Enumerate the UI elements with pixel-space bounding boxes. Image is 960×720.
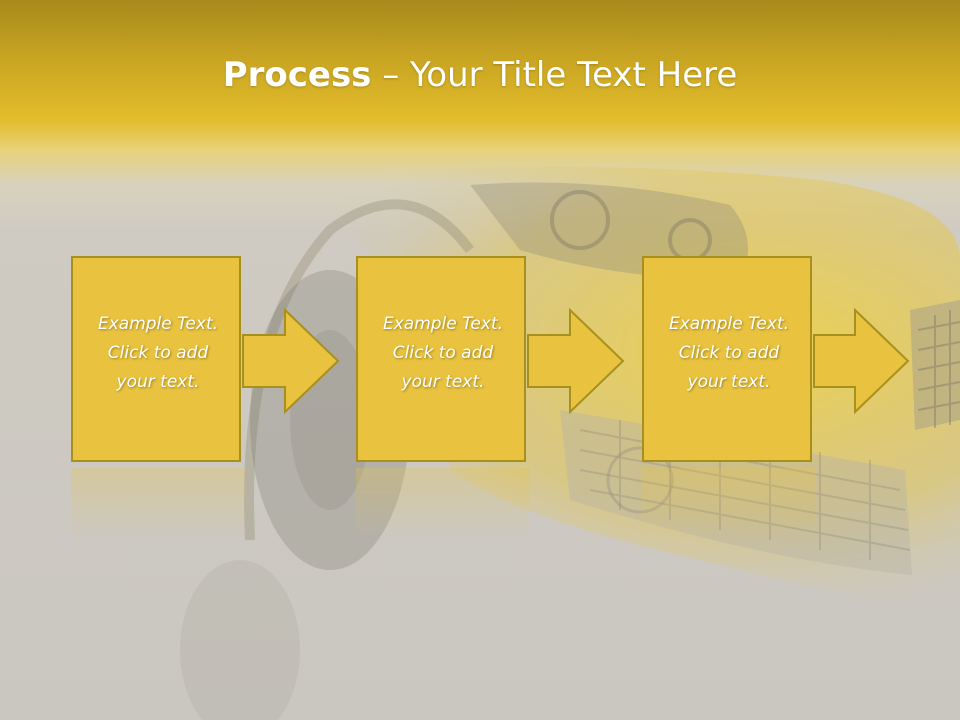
step-text[interactable]: Example Text. Click to add your text.: [358, 310, 528, 397]
title-rest: – Your Title Text Here: [371, 55, 738, 95]
step-text-line: Example Text.: [382, 314, 504, 334]
process-step-2[interactable]: Example Text. Click to add your text.: [356, 256, 530, 466]
title-bold: Process: [222, 55, 372, 95]
step-text-line: your text.: [401, 372, 485, 392]
step-text-line: your text.: [687, 372, 771, 392]
step-box[interactable]: Example Text. Click to add your text.: [71, 256, 241, 462]
step-text[interactable]: Example Text. Click to add your text.: [73, 310, 243, 397]
step-reflection: [71, 468, 245, 538]
step-text-line: Click to add: [678, 343, 780, 363]
step-text-line: Click to add: [392, 343, 494, 363]
step-reflection: [642, 468, 816, 538]
process-step-1[interactable]: Example Text. Click to add your text.: [71, 256, 245, 466]
step-box[interactable]: Example Text. Click to add your text.: [356, 256, 526, 462]
process-step-3[interactable]: Example Text. Click to add your text.: [642, 256, 816, 466]
step-text-line: Click to add: [107, 343, 209, 363]
step-text-line: Example Text.: [668, 314, 790, 334]
step-reflection: [356, 468, 530, 538]
step-box[interactable]: Example Text. Click to add your text.: [642, 256, 812, 462]
step-text[interactable]: Example Text. Click to add your text.: [644, 310, 814, 397]
step-text-line: Example Text.: [97, 314, 219, 334]
slide-title[interactable]: Process – Your Title Text Here: [0, 52, 960, 98]
step-text-line: your text.: [116, 372, 200, 392]
